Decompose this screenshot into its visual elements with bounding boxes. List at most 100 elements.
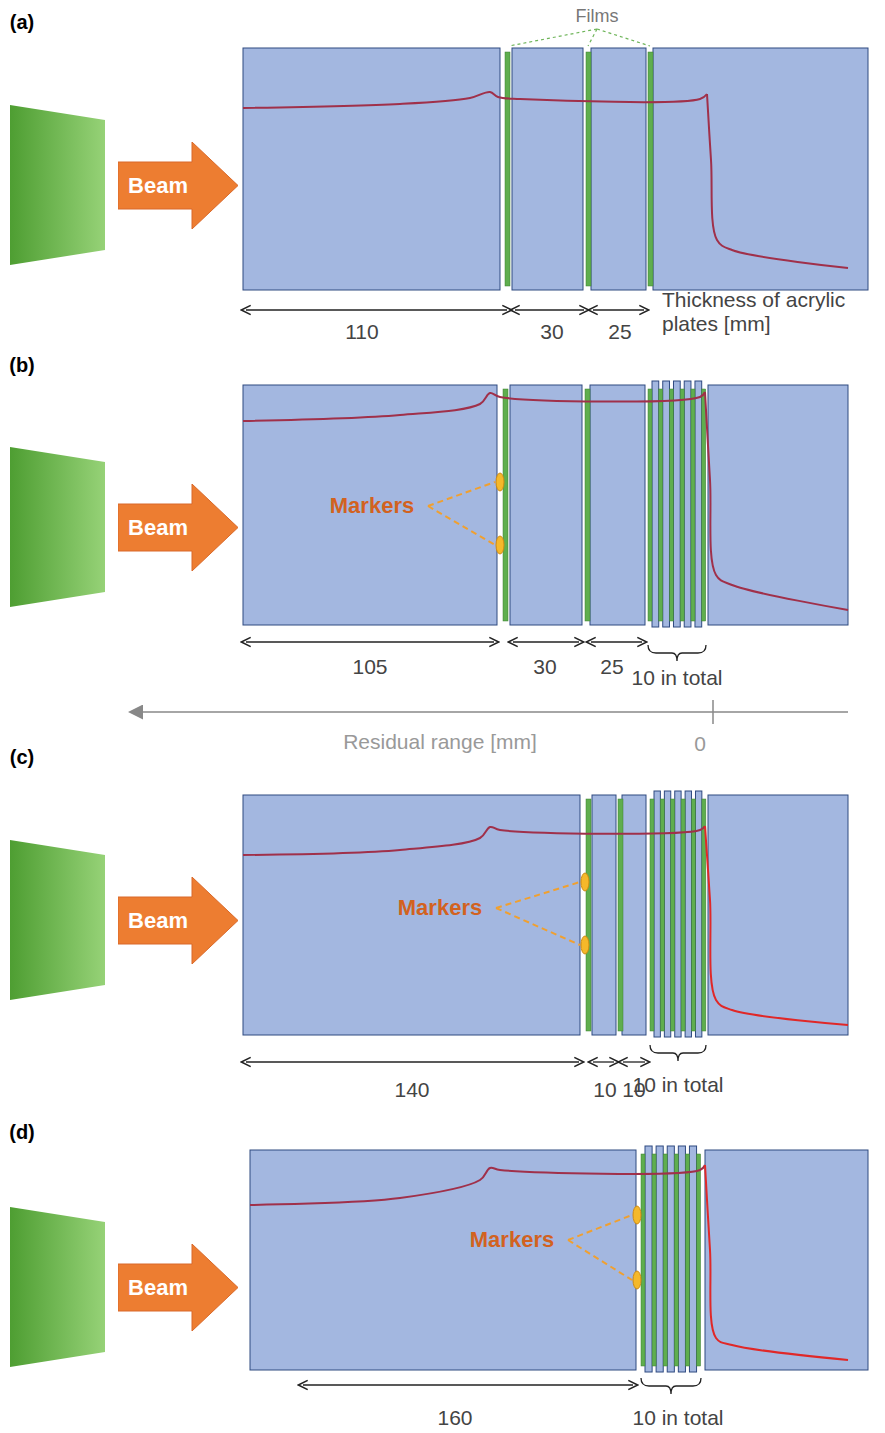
thin-plate	[685, 791, 691, 1037]
dimension-arrow	[593, 309, 644, 310]
leader-line	[496, 908, 580, 945]
phantom-setup	[10, 791, 848, 1062]
arrow-label: Beam	[118, 484, 198, 571]
acrylic-plate	[591, 48, 646, 290]
acrylic-plate	[708, 795, 848, 1035]
marker-label: Markers	[398, 895, 482, 920]
axis-line	[140, 711, 848, 713]
dimension-label: 10 in total	[632, 1406, 723, 1430]
thin-plate	[695, 791, 701, 1037]
dose-falloff	[707, 94, 848, 268]
film	[648, 389, 652, 621]
leader-line	[509, 29, 597, 46]
dimension-label: 140	[394, 1078, 429, 1102]
film	[669, 389, 673, 621]
dimension-arrow	[515, 309, 584, 310]
panel-label: (d)	[9, 1121, 35, 1144]
acrylic-plate	[512, 48, 583, 290]
arrow-label: Beam	[118, 877, 198, 964]
dimension-label: 25	[600, 655, 623, 679]
thin-plate	[664, 791, 670, 1037]
film	[663, 1154, 667, 1366]
dimension-label: 10	[593, 1078, 616, 1102]
marker	[633, 1271, 641, 1289]
phantom-setup	[10, 48, 868, 310]
dose-curve	[243, 392, 705, 421]
dimension-arrow	[591, 641, 642, 642]
phantom-setup	[10, 1146, 868, 1394]
dimension-arrow	[623, 1061, 645, 1062]
film	[685, 1154, 689, 1366]
thin-plate	[689, 1146, 696, 1372]
dimension-arrow	[246, 641, 494, 642]
thin-plate	[695, 381, 702, 627]
beam-source	[10, 840, 105, 1000]
dose-curve	[250, 1165, 705, 1205]
thin-plate	[684, 381, 691, 627]
film	[691, 389, 695, 621]
beam-arrow: Beam	[118, 1244, 238, 1331]
thin-plate	[652, 381, 659, 627]
axis-label: Residual range [mm]	[343, 730, 537, 754]
thin-plate	[675, 791, 681, 1037]
film	[680, 389, 684, 621]
beam-source	[10, 447, 105, 607]
dimension-arrow	[303, 1384, 633, 1385]
brace	[650, 1045, 706, 1061]
leader-line	[496, 882, 580, 908]
dimension-label: 10 in total	[631, 666, 722, 690]
marker	[581, 873, 589, 891]
film	[652, 1154, 656, 1366]
film	[641, 1154, 645, 1366]
acrylic-plate	[708, 385, 848, 625]
dimension-label: 110	[345, 320, 378, 344]
leader-line	[568, 1240, 632, 1280]
leader-line	[428, 506, 495, 545]
brace	[641, 1378, 701, 1394]
axis-label: 0	[694, 732, 706, 756]
film-label: Films	[576, 6, 619, 27]
leader-line	[597, 29, 650, 46]
acrylic-plate	[592, 795, 616, 1035]
film	[681, 799, 685, 1031]
acrylic-plate	[243, 48, 500, 290]
dose-curve	[243, 92, 707, 108]
acrylic-plate	[705, 1150, 868, 1370]
beam-source	[10, 105, 105, 265]
acrylic-plate	[622, 795, 646, 1035]
acrylic-plate	[510, 385, 582, 625]
beam-arrow: Beam	[118, 484, 238, 571]
thin-plate	[656, 1146, 663, 1372]
beam-arrow: Beam	[118, 877, 238, 964]
film	[702, 389, 706, 621]
film	[505, 52, 510, 286]
thin-plate	[667, 1146, 674, 1372]
thin-plate	[673, 381, 680, 627]
acrylic-plate	[653, 48, 868, 290]
marker-label: Markers	[330, 493, 414, 518]
thin-plate	[663, 381, 670, 627]
acrylic-plate	[590, 385, 645, 625]
film	[674, 1154, 678, 1366]
dimension-label: 30	[540, 320, 563, 344]
dimension-arrow	[513, 641, 579, 642]
film	[648, 52, 653, 286]
dose-falloff	[705, 1165, 848, 1360]
axis-tick	[712, 700, 714, 724]
dimension-arrow	[246, 1061, 579, 1062]
acrylic-plate	[243, 795, 580, 1035]
marker	[496, 473, 504, 491]
leader-line	[568, 1215, 632, 1240]
film	[691, 799, 695, 1031]
leader-line	[588, 29, 597, 46]
dimension-label: 10 in total	[632, 1073, 723, 1097]
film	[659, 389, 663, 621]
thin-plate	[645, 1146, 652, 1372]
dimension-label: 160	[437, 1406, 472, 1430]
marker	[633, 1206, 641, 1224]
acrylic-plate	[250, 1150, 636, 1370]
beam-arrow: Beam	[118, 142, 238, 229]
film	[697, 1154, 701, 1366]
dimension-label: 30	[533, 655, 556, 679]
